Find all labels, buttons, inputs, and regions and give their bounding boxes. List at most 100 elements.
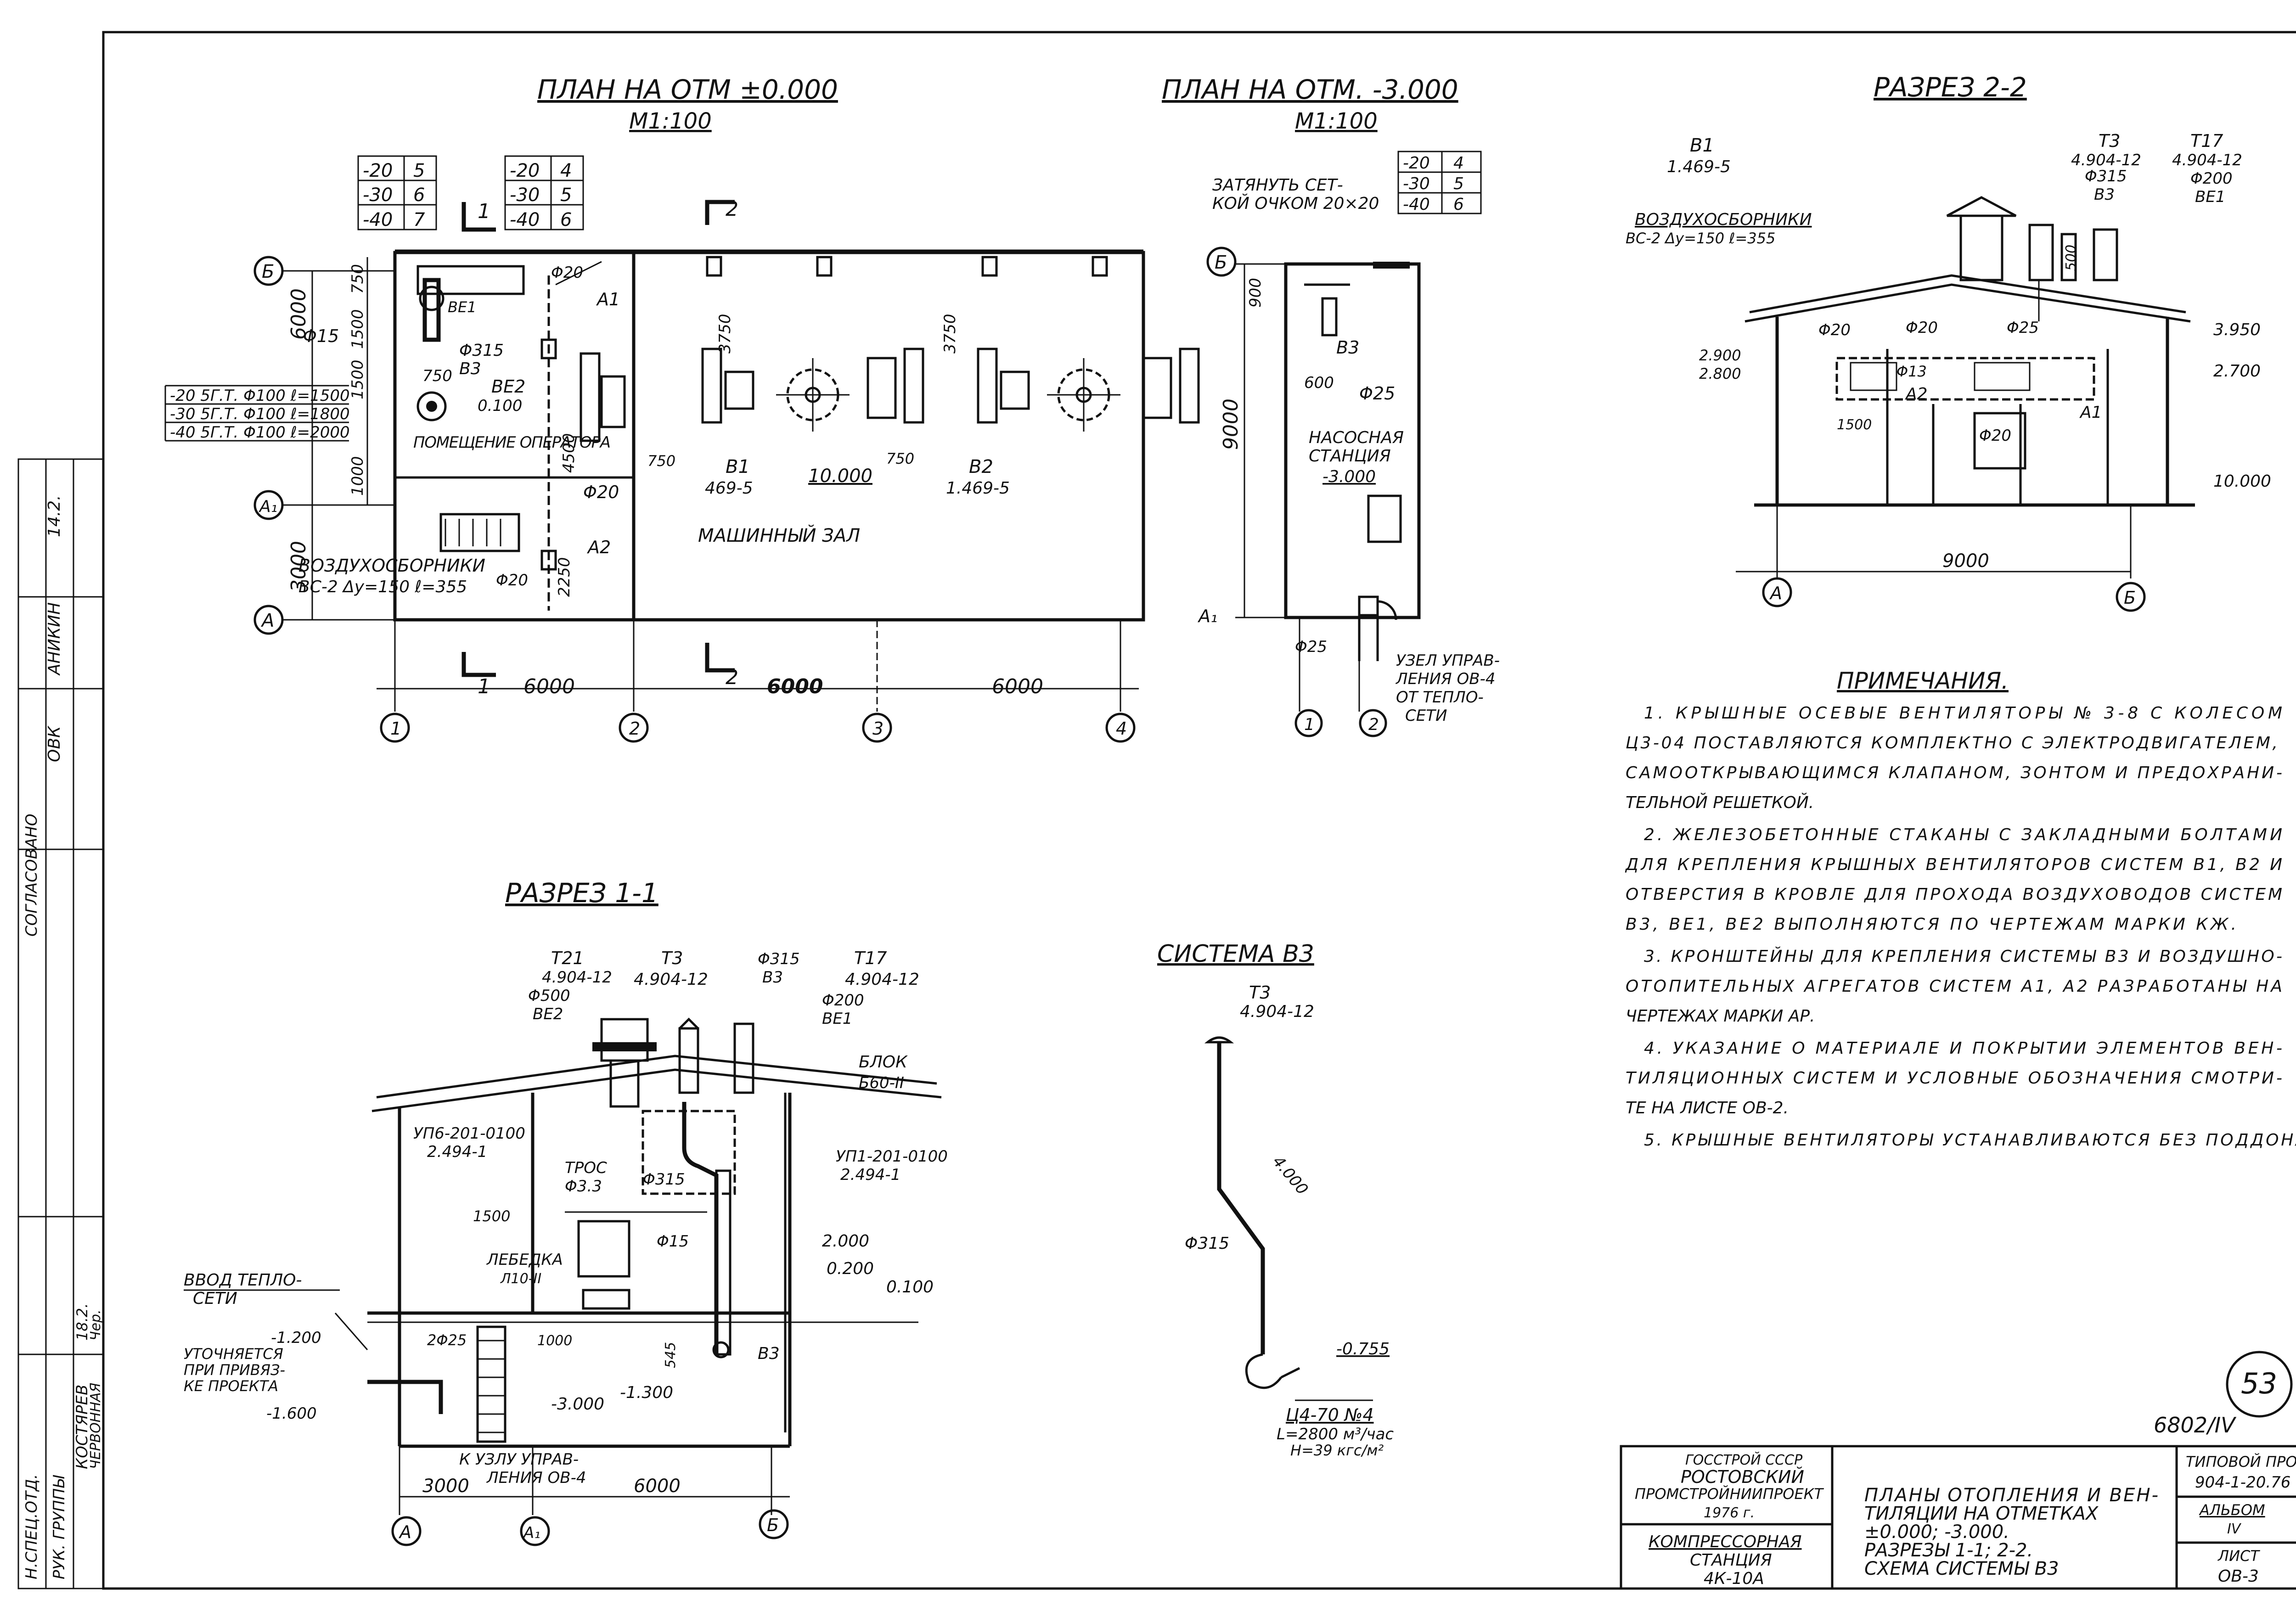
section22-t17: Т17	[2190, 131, 2223, 151]
plan1-phi20-b: Φ20	[583, 482, 619, 502]
plan1-bottom-dim-1: 6000	[523, 675, 575, 698]
section11-phi200: Φ200	[822, 991, 864, 1010]
sheet-code: ОВ-3	[2218, 1567, 2259, 1586]
section-mark-1-top	[461, 202, 496, 232]
svg-text:4: 4	[1116, 719, 1127, 739]
svg-text:2: 2	[726, 666, 738, 689]
plan1-phi20-a: Φ20	[551, 264, 583, 282]
svg-text:-30: -30	[510, 185, 540, 206]
section22-elev-10000: 10.000	[2213, 472, 2271, 491]
svg-text:5: 5	[560, 185, 572, 206]
org-3: ПРОМСТРОЙНИИПРОЕКТ	[1635, 1485, 1824, 1503]
org-year: 1976 г.	[1704, 1505, 1755, 1521]
stamp-role-1: Н.СПЕЦ.ОТД.	[23, 1474, 41, 1579]
section22-phi315: Φ315	[2085, 167, 2127, 185]
plan2-node-3: ОТ ТЕПЛО-	[1396, 688, 1484, 707]
sheet-number-circle	[2226, 1351, 2293, 1418]
plan1-b1-model: 469-5	[705, 479, 753, 498]
notes-line-7: ОТВЕРСТИЯ В КРОВЛЕ ДЛЯ ПРОХОДА ВОЗДУХОВО…	[1626, 885, 2282, 904]
section22-elev-2900: 2.900	[1699, 347, 1741, 364]
system-b3-t3: Т3	[1249, 982, 1271, 1003]
section22-collector-2: ВС-2 Δу=150 ℓ=355	[1626, 230, 1775, 247]
plan2-station-3: -3.000	[1322, 467, 1376, 486]
section22-phi25: Φ25	[2007, 319, 2039, 337]
section22-b1: В1	[1690, 135, 1714, 156]
desc-2: ТИЛЯЦИИ НА ОТМЕТКАХ	[1864, 1503, 2099, 1524]
svg-text:-20: -20	[363, 160, 393, 181]
plan2-scale: М1:100	[1295, 108, 1378, 134]
section22-axis-a: А	[1769, 583, 1782, 603]
section-1-1: РАЗРЕЗ 1-1 Т21 4.904-12 Φ500 ВЕ2 Т3 4.90…	[184, 877, 948, 1546]
section22-phi20-c: Φ20	[1979, 427, 2011, 445]
plan1-dim-3750-b: 3750	[941, 314, 959, 354]
svg-text:6: 6	[560, 209, 572, 230]
section22-axis-b: Б	[2124, 588, 2136, 608]
section22-title: РАЗРЕЗ 2-2	[1874, 72, 2027, 103]
section11-upv-right: УП1-201-0100	[836, 1147, 948, 1166]
section11-cable: ТРОС	[565, 1159, 607, 1177]
plan1-b2-model: 1.469-5	[946, 479, 1010, 498]
section11-ve2: ВЕ2	[533, 1005, 563, 1023]
section11-elev-0100: 0.100	[886, 1278, 934, 1297]
title-block: ГОССТРОЙ СССР РОСТОВСКИЙ ПРОМСТРОЙНИИПРО…	[1620, 1445, 2296, 1590]
system-b3-dim-4000: 4.000	[1269, 1152, 1311, 1198]
plan1-table-right: -20 4 -30 5 -40 6	[504, 155, 584, 230]
plan1-dim-750: 750	[349, 264, 367, 294]
system-b3-elev-0755: -0.755	[1336, 1340, 1390, 1359]
stamp-sign-date-1: 18.2.	[73, 1303, 91, 1341]
album-num: IV	[2227, 1521, 2242, 1537]
plan2-label-v3: В3	[1336, 337, 1359, 358]
section-mark-1-bottom	[461, 652, 496, 677]
system-b3-fan: Ц4-70 №4	[1286, 1405, 1374, 1425]
section11-input-2: СЕТИ	[193, 1289, 237, 1308]
plan1-outline	[393, 251, 1145, 622]
svg-text:2: 2	[629, 719, 640, 739]
svg-text:2: 2	[726, 197, 738, 221]
svg-text:6: 6	[1453, 195, 1464, 214]
section11-axis-a: А	[398, 1522, 411, 1542]
section11-ve1: ВЕ1	[822, 1010, 852, 1028]
section11-upv-right-model: 2.494-1	[840, 1166, 900, 1184]
notes-line-12: 4. УКАЗАНИЕ О МАТЕРИАЛЕ И ПОКРЫТИИ ЭЛЕМЕ…	[1644, 1039, 2282, 1058]
plan1-level-rows: -20 5Г.Т. Φ100 ℓ=1500 -30 5Г.Т. Φ100 ℓ=1…	[164, 385, 350, 442]
plan1-axis-b: Б	[262, 261, 274, 282]
plan2-axis-b: Б	[1215, 252, 1227, 273]
album-label: АЛЬБОМ	[2199, 1501, 2265, 1519]
svg-text:7: 7	[413, 209, 425, 230]
section11-dim-6000: 6000	[634, 1476, 681, 1497]
svg-text:1: 1	[478, 675, 490, 698]
section-mark-2-top	[705, 200, 735, 225]
object-1: КОМПРЕССОРНАЯ	[1649, 1533, 1802, 1551]
section11-b3: В3	[762, 968, 783, 987]
stamp-name-1: КОСТЯРЕВ	[73, 1385, 91, 1469]
notes-line-14: ТЕ НА ЛИСТЕ ОВ-2.	[1626, 1099, 1789, 1117]
svg-text:1: 1	[1304, 715, 1315, 734]
desc-5: СХЕМА СИСТЕМЫ В3	[1864, 1558, 2059, 1579]
section22-dim-9000: 9000	[1942, 550, 1989, 572]
plan2-phi25-b: Φ25	[1295, 638, 1327, 656]
section22-t3-model: 4.904-12	[2071, 151, 2141, 169]
plan1-dim-1500: 1500	[349, 309, 367, 349]
plan-minus-3000: ПЛАН НА ОТМ. -3.000 М1:100 ЗАТЯНУТЬ СЕТ-…	[1162, 74, 1500, 737]
section11-elev-m1300: -1.300	[620, 1383, 673, 1402]
desc-4: РАЗРЕЗЫ 1-1; 2-2.	[1864, 1540, 2033, 1561]
svg-text:-30 5Г.Т. Φ100 ℓ=1800: -30 5Г.Т. Φ100 ℓ=1800	[170, 405, 350, 423]
plan1-axis-a1: А₁	[259, 497, 277, 516]
section11-winch-2: Л10-II	[500, 1271, 541, 1287]
plan-0000: ПЛАН НА ОТМ ±0.000 М1:100 -20 5 -30 6 -4…	[164, 74, 1200, 743]
side-stamp: 14.2. АНИКИН ОВК СОГЛАСОВАНО Н.СПЕЦ.ОТД.…	[17, 458, 104, 1589]
stamp-role-2: РУК. ГРУППЫ	[50, 1475, 68, 1579]
section11-t17-model: 4.904-12	[845, 970, 919, 989]
plan1-label-a1: А1	[596, 289, 620, 309]
plan2-table: -20 4 -30 5 -40 6	[1397, 151, 1482, 214]
project-label: ТИПОВОЙ ПРОЕКТ	[2186, 1453, 2296, 1471]
plan1-b1: В1	[726, 456, 750, 477]
plan1-dim-3750-a: 3750	[716, 314, 734, 354]
system-b3-phi315: Φ315	[1185, 1234, 1229, 1253]
stamp-name-2: ЧЕРВОННАЯ	[88, 1383, 104, 1469]
plan2-phi25-a: Φ25	[1359, 383, 1395, 404]
section22-t17-model: 4.904-12	[2172, 151, 2242, 169]
svg-text:-40: -40	[363, 209, 393, 230]
section11-axis-b: Б	[767, 1515, 779, 1535]
